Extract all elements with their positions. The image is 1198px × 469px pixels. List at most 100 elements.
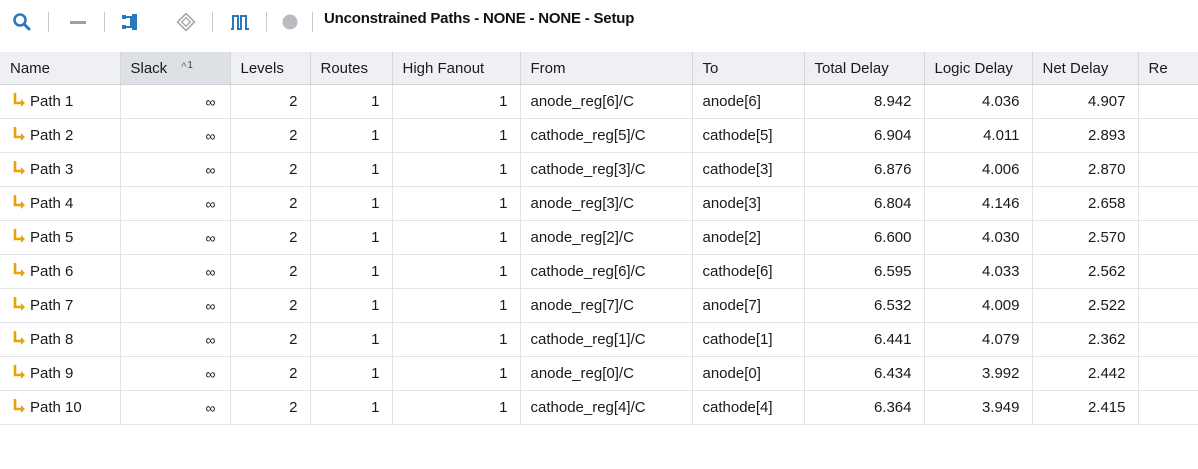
cell-high-fanout: 1 (392, 322, 521, 357)
toolbar-separator (48, 12, 49, 32)
cell-requirement (1138, 152, 1198, 187)
cell-name[interactable]: Path 8 (0, 322, 121, 357)
cell-requirement (1138, 186, 1198, 221)
cell-name[interactable]: Path 5 (0, 220, 121, 255)
cell-from: cathode_reg[1]/C (520, 322, 693, 357)
cell-from: anode_reg[0]/C (520, 356, 693, 391)
sort-index: 1 (187, 59, 193, 71)
column-header-from[interactable]: From (520, 52, 693, 85)
cell-total-delay: 6.364 (804, 390, 925, 425)
cell-to: cathode[3] (692, 152, 805, 187)
cell-slack: ∞ (120, 118, 231, 153)
cell-levels: 2 (230, 356, 311, 391)
cell-name[interactable]: Path 4 (0, 186, 121, 221)
toolbar-separator (104, 12, 105, 32)
cell-logic-delay: 4.033 (924, 254, 1033, 289)
path-icon (12, 330, 26, 350)
cell-name[interactable]: Path 10 (0, 390, 121, 425)
cell-requirement (1138, 288, 1198, 323)
column-header-routes[interactable]: Routes (310, 52, 393, 85)
cell-requirement (1138, 254, 1198, 289)
cell-high-fanout: 1 (392, 152, 521, 187)
column-header-to[interactable]: To (692, 52, 805, 85)
cell-to: cathode[4] (692, 390, 805, 425)
cell-from: cathode_reg[6]/C (520, 254, 693, 289)
path-name: Path 7 (30, 297, 74, 314)
cell-name[interactable]: Path 1 (0, 84, 121, 119)
cell-routes: 1 (310, 356, 393, 391)
cell-to: anode[6] (692, 84, 805, 119)
toolbar-separator (212, 12, 213, 32)
column-header-high-fanout[interactable]: High Fanout (392, 52, 521, 85)
path-name: Path 4 (30, 195, 74, 212)
column-header-total-delay[interactable]: Total Delay (804, 52, 925, 85)
paths-table: Name Slack^1 Levels Routes High Fanout F… (0, 52, 1198, 425)
cell-levels: 2 (230, 84, 311, 119)
cell-to: anode[2] (692, 220, 805, 255)
cell-name[interactable]: Path 7 (0, 288, 121, 323)
cell-total-delay: 6.441 (804, 322, 925, 357)
cell-net-delay: 2.522 (1032, 288, 1139, 323)
cell-routes: 1 (310, 254, 393, 289)
cell-total-delay: 6.600 (804, 220, 925, 255)
cell-from: anode_reg[3]/C (520, 186, 693, 221)
path-icon (12, 160, 26, 180)
path-icon (12, 194, 26, 214)
cell-name[interactable]: Path 6 (0, 254, 121, 289)
cell-routes: 1 (310, 186, 393, 221)
cell-net-delay: 2.893 (1032, 118, 1139, 153)
path-icon (12, 262, 26, 282)
collapse-icon[interactable] (64, 8, 92, 36)
cell-levels: 2 (230, 220, 311, 255)
cell-total-delay: 8.942 (804, 84, 925, 119)
cell-name[interactable]: Path 3 (0, 152, 121, 187)
waveform-icon[interactable] (226, 8, 254, 36)
toolbar-separator (266, 12, 267, 32)
cell-requirement (1138, 84, 1198, 119)
cell-slack: ∞ (120, 288, 231, 323)
cell-to: cathode[5] (692, 118, 805, 153)
cell-requirement (1138, 118, 1198, 153)
search-icon[interactable] (8, 8, 36, 36)
cell-name[interactable]: Path 9 (0, 356, 121, 391)
table-header-row: Name Slack^1 Levels Routes High Fanout F… (0, 52, 1198, 85)
cell-levels: 2 (230, 152, 311, 187)
diamond-icon[interactable] (172, 8, 200, 36)
circle-icon[interactable] (276, 8, 304, 36)
path-name: Path 2 (30, 127, 74, 144)
path-icon (12, 126, 26, 146)
path-name: Path 1 (30, 93, 74, 110)
cell-name[interactable]: Path 2 (0, 118, 121, 153)
column-header-logic-delay[interactable]: Logic Delay (924, 52, 1033, 85)
cell-routes: 1 (310, 118, 393, 153)
cell-net-delay: 2.658 (1032, 186, 1139, 221)
cell-total-delay: 6.532 (804, 288, 925, 323)
cell-slack: ∞ (120, 220, 231, 255)
cell-high-fanout: 1 (392, 288, 521, 323)
cell-total-delay: 6.434 (804, 356, 925, 391)
path-icon (12, 228, 26, 248)
cell-routes: 1 (310, 84, 393, 119)
column-header-slack[interactable]: Slack^1 (120, 52, 231, 85)
column-header-requirement[interactable]: Re (1138, 52, 1198, 85)
column-header-name[interactable]: Name (0, 52, 121, 85)
path-icon (12, 398, 26, 418)
cell-levels: 2 (230, 118, 311, 153)
path-name: Path 3 (30, 161, 74, 178)
column-header-net-delay[interactable]: Net Delay (1032, 52, 1139, 85)
cell-net-delay: 2.562 (1032, 254, 1139, 289)
cell-logic-delay: 3.949 (924, 390, 1033, 425)
schematic-icon[interactable] (116, 8, 144, 36)
column-header-levels[interactable]: Levels (230, 52, 311, 85)
path-icon (12, 364, 26, 384)
